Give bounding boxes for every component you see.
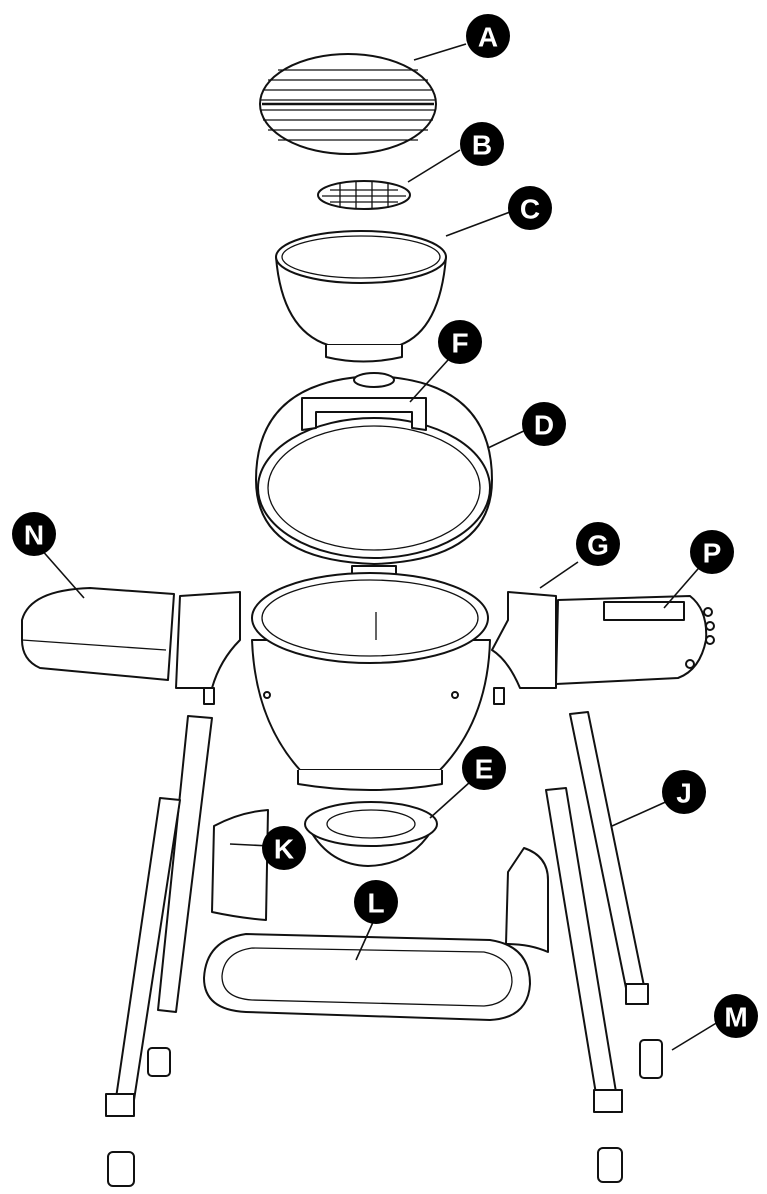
leader-lines [39,43,719,1051]
legs [105,711,649,1117]
ash-pan [304,801,438,867]
badge-letter: L [367,888,384,919]
badge-letter: E [475,754,494,785]
grill-bowl [251,572,491,791]
left-side-shelf [21,587,175,681]
badge-circle [262,826,306,870]
firebox [275,230,447,363]
badge-circle [438,320,482,364]
badge-letter: J [676,778,692,809]
badge-circle [690,530,734,574]
left-shelf-bracket [175,591,241,705]
badge-circle [508,186,552,230]
badge-a: A [466,14,510,58]
badge-j: J [662,770,706,814]
part-letter-badges: A B C D E F G J K L M N P [12,14,758,1038]
badge-circle [714,994,758,1038]
badge-circle [462,746,506,790]
badge-m: M [714,994,758,1038]
badge-b: B [460,122,504,166]
badge-letter: G [587,530,609,561]
badge-d: D [522,402,566,446]
lid-handle [301,372,427,431]
charcoal-grate [317,180,411,210]
badge-letter: D [534,410,554,441]
side-shelf-bracket [491,591,557,705]
bottom-shelf [203,933,531,1021]
lid-dome [255,372,493,579]
badge-letter: K [274,834,294,865]
badge-letter: M [724,1002,747,1033]
casters [107,1039,663,1187]
badge-c: C [508,186,552,230]
badge-l: L [354,880,398,924]
cart-skirt [211,809,549,953]
badge-e: E [462,746,506,790]
badge-k: K [262,826,306,870]
badge-letter: P [703,538,722,569]
cooking-grate [259,53,437,155]
badge-letter: B [472,130,492,161]
badge-f: F [438,320,482,364]
badge-circle [522,402,566,446]
badge-letter: N [24,520,44,551]
badge-circle [466,14,510,58]
badge-circle [12,512,56,556]
badge-letter: F [451,328,468,359]
badge-circle [662,770,706,814]
badge-circle [354,880,398,924]
badge-circle [460,122,504,166]
badge-letter: A [478,22,498,53]
right-side-shelf [555,595,715,685]
badge-p: P [690,530,734,574]
badge-circle [576,522,620,566]
badge-n: N [12,512,56,556]
badge-letter: C [520,194,540,225]
badge-g: G [576,522,620,566]
